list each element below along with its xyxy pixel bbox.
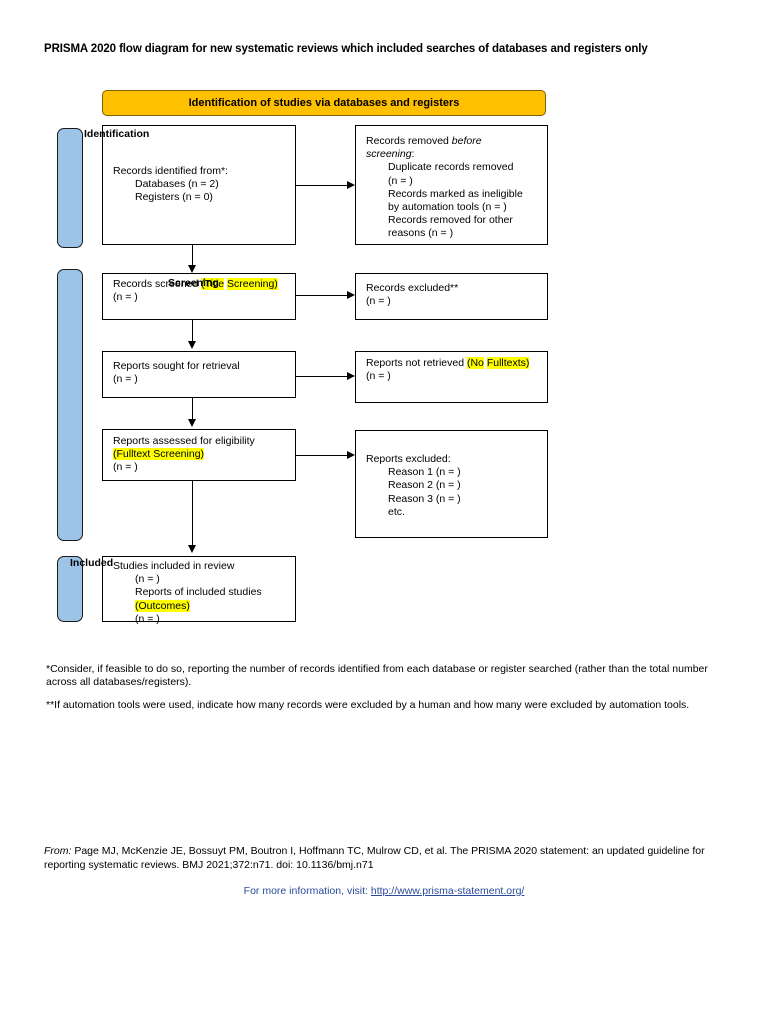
records-removed-line1: Records removed (366, 135, 452, 147)
studies-included-highlight: (Outcomes) (135, 599, 190, 612)
stage-tab-identification (57, 128, 83, 248)
records-screened-highlight-1: (Title (201, 278, 225, 290)
reports-not-retrieved-highlight-1: (No (466, 357, 484, 369)
records-removed-automation: by automation tools (n = ) (388, 201, 507, 214)
arrow-screened-to-excluded (347, 291, 355, 299)
box-reports-sought: Reports sought for retrieval (n = ) (102, 351, 296, 398)
records-screened-highlight-2: Screening) (227, 278, 278, 290)
records-removed-other: Records removed for other (388, 214, 513, 227)
studies-included-reports-n: (n = ) (135, 612, 160, 625)
reports-excluded-reason-3: Reason 3 (n = ) (388, 492, 461, 505)
records-screened-n: (n = ) (113, 291, 138, 304)
reports-excluded-etc: etc. (388, 505, 405, 518)
records-identified-registers: Registers (n = 0) (135, 191, 213, 204)
records-identified-databases: Databases (n = 2) (135, 178, 219, 191)
reports-not-retrieved-line1: Reports not retrieved (366, 357, 467, 369)
studies-included-n: (n = ) (135, 573, 160, 586)
more-information-line: For more information, visit: http://www.… (0, 885, 768, 897)
stage-tab-screening (57, 269, 83, 541)
records-removed-colon: : (411, 148, 415, 161)
records-excluded-line1: Records excluded** (366, 282, 459, 294)
records-removed-duplicates-n: (n = ) (388, 174, 413, 187)
reports-not-retrieved-n: (n = ) (366, 370, 391, 383)
records-removed-ineligible: Records marked as ineligible (388, 187, 523, 200)
records-removed-other-n: reasons (n = ) (388, 227, 454, 240)
studies-included-line1: Studies included in review (113, 560, 235, 572)
reports-assessed-n: (n = ) (113, 461, 138, 474)
footnote-single-star: *Consider, if feasible to do so, reporti… (46, 663, 708, 689)
records-removed-duplicates: Duplicate records removed (388, 161, 514, 174)
reports-assessed-highlight: (Fulltext Screening) (113, 448, 205, 461)
reports-excluded-reason-1: Reason 1 (n = ) (388, 466, 461, 479)
stage-label-screening: Screening (168, 277, 219, 289)
stage-tab-included (57, 556, 83, 622)
reports-sought-line1: Reports sought for retrieval (113, 360, 240, 372)
arrow-sought-to-not-retrieved (347, 372, 355, 380)
box-reports-not-retrieved: Reports not retrieved (No Fulltexts) (n … (355, 351, 548, 403)
box-studies-included: Studies included in review (n = ) Report… (102, 556, 296, 625)
connector-sought-to-not-retrieved (296, 376, 347, 378)
connector-identified-to-screened (192, 245, 194, 268)
identification-banner: Identification of studies via databases … (102, 90, 546, 116)
citation-block: From: Page MJ, McKenzie JE, Bossuyt PM, … (44, 845, 724, 872)
records-excluded-n: (n = ) (366, 295, 391, 308)
connector-screened-to-excluded (296, 295, 347, 297)
arrow-identified-to-removed (347, 181, 355, 189)
connector-screened-to-sought (192, 320, 194, 343)
reports-sought-n: (n = ) (113, 373, 138, 386)
citation-text: Page MJ, McKenzie JE, Bossuyt PM, Boutro… (44, 845, 705, 871)
stage-label-included: Included (70, 557, 114, 569)
box-records-identified: Records identified from*: Databases (n =… (102, 125, 296, 245)
reports-excluded-reason-2: Reason 2 (n = ) (388, 479, 461, 492)
prisma-statement-link[interactable]: http://www.prisma-statement.org/ (370, 885, 525, 897)
box-records-excluded: Records excluded** (n = ) (355, 273, 548, 320)
records-removed-screening: screening (366, 148, 412, 161)
footnote-double-star: **If automation tools were used, indicat… (46, 699, 690, 711)
reports-not-retrieved-highlight-2: Fulltexts) (486, 357, 530, 369)
arrow-sought-to-assessed (188, 419, 196, 427)
connector-assessed-to-excluded (296, 455, 347, 457)
arrow-assessed-to-excluded (347, 451, 355, 459)
records-removed-before: before (451, 135, 482, 147)
more-information-label: For more information, visit: (243, 885, 371, 897)
connector-assessed-to-included (192, 481, 194, 547)
studies-included-reports: Reports of included studies (135, 586, 262, 599)
identification-banner-label: Identification of studies via databases … (188, 97, 460, 109)
arrow-assessed-to-included (188, 545, 196, 553)
citation-from-label: From: (44, 845, 72, 857)
box-reports-assessed: Reports assessed for eligibility (Fullte… (102, 429, 296, 481)
stage-label-identification: Identification (84, 128, 150, 140)
page-title: PRISMA 2020 flow diagram for new systema… (44, 43, 648, 55)
box-reports-excluded: Reports excluded: Reason 1 (n = ) Reason… (355, 430, 548, 538)
box-records-removed: Records removed before screening: Duplic… (355, 125, 548, 245)
connector-sought-to-assessed (192, 398, 194, 420)
reports-assessed-line1: Reports assessed for eligibility (113, 435, 255, 447)
box-records-screened: Records screened (Title Screening) (n = … (102, 273, 296, 320)
reports-excluded-line1: Reports excluded: (366, 453, 451, 465)
arrow-identified-to-screened (188, 265, 196, 273)
records-identified-line1: Records identified from*: (113, 165, 228, 177)
records-screened-line1: Records screened (113, 278, 199, 290)
arrow-screened-to-sought (188, 341, 196, 349)
connector-identified-to-removed (296, 185, 347, 187)
